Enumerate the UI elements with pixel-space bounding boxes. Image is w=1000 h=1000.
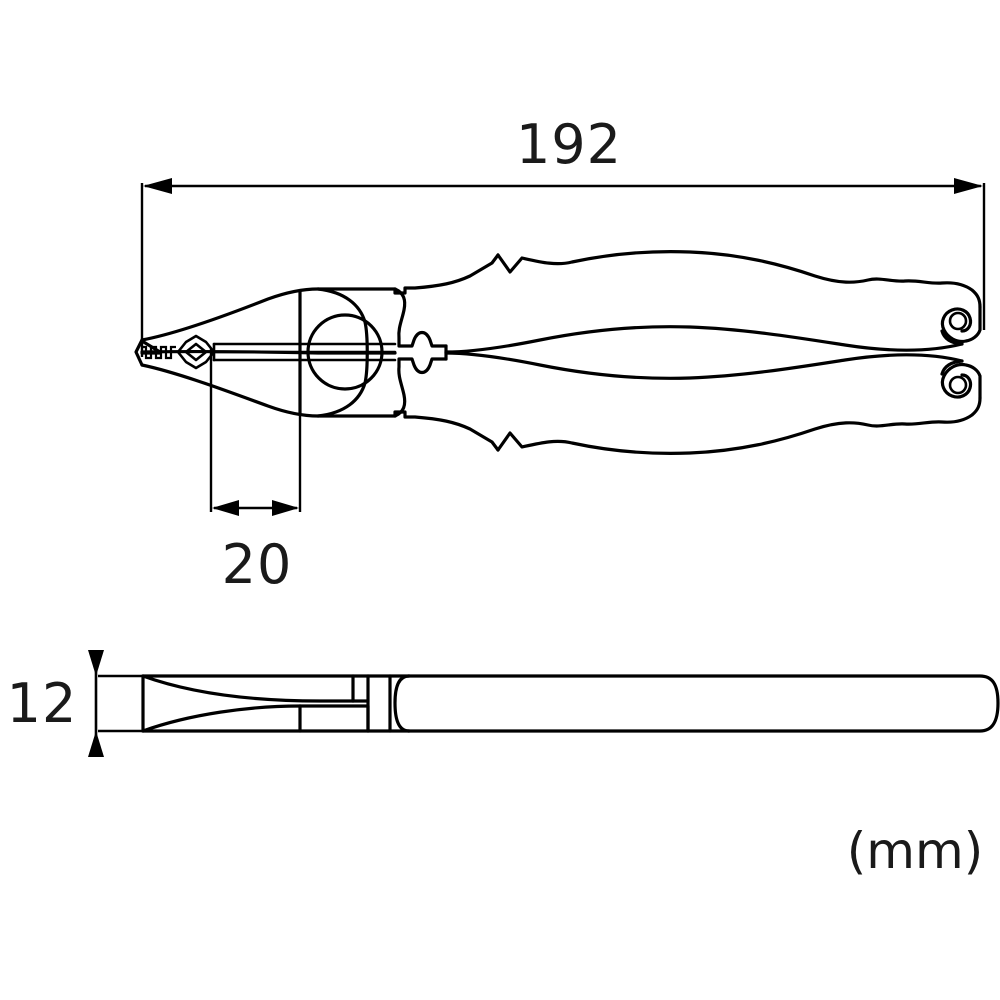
edge-joint-block-lower (298, 704, 370, 733)
jaw-tip-point (134, 338, 144, 367)
dimension-thickness: 12 (7, 650, 150, 757)
pliers-side-profile-view (134, 250, 982, 455)
lower-handle-end-hook (940, 362, 982, 400)
dimension-label-thickness: 12 (7, 672, 78, 735)
arrow-head-jaw-left (212, 500, 239, 516)
jaw-serration-teeth (141, 345, 176, 360)
upper-handle-hanging-hole (948, 311, 968, 331)
lower-jaw-bottom-edge (140, 363, 500, 452)
upper-handle-end-hook (940, 305, 982, 344)
upper-handle-bottom-edge (444, 325, 964, 354)
unit-note-label: (mm) (847, 822, 983, 880)
pliers-edge-view (141, 674, 1000, 733)
upper-handle-end-underside (940, 329, 964, 346)
arrow-head-jaw-right (272, 500, 299, 516)
edge-handle-outline (407, 674, 1000, 733)
edge-handle-left-cap (393, 674, 411, 733)
pivot-joint-circle (306, 313, 384, 391)
lower-handle-top-edge (444, 351, 964, 380)
lower-handle-end-topside (940, 359, 964, 376)
joint-interlock-upper (393, 287, 448, 348)
cutting-edge-inner (184, 342, 208, 362)
dimension-label-jaw-length: 20 (222, 533, 293, 596)
dimension-overall-length: 192 (140, 113, 986, 357)
arrow-head-right (954, 178, 983, 194)
arrow-head-thickness-bottom (88, 731, 104, 757)
lower-handle-bottom-edge (496, 396, 982, 455)
edge-jaw-taper-lower (141, 704, 302, 733)
upper-jaw-top-edge (140, 253, 500, 342)
edge-jaw-taper-upper (141, 674, 355, 703)
pivot-head-body (316, 287, 369, 418)
upper-handle-top-edge (496, 250, 982, 309)
joint-interlock-lower (393, 357, 448, 418)
lower-handle-hanging-hole (948, 375, 968, 395)
arrow-head-thickness-top (88, 650, 104, 676)
dimension-label-overall-length: 192 (516, 113, 622, 176)
arrow-head-left (143, 178, 172, 194)
dimension-jaw-length: 20 (209, 344, 302, 596)
